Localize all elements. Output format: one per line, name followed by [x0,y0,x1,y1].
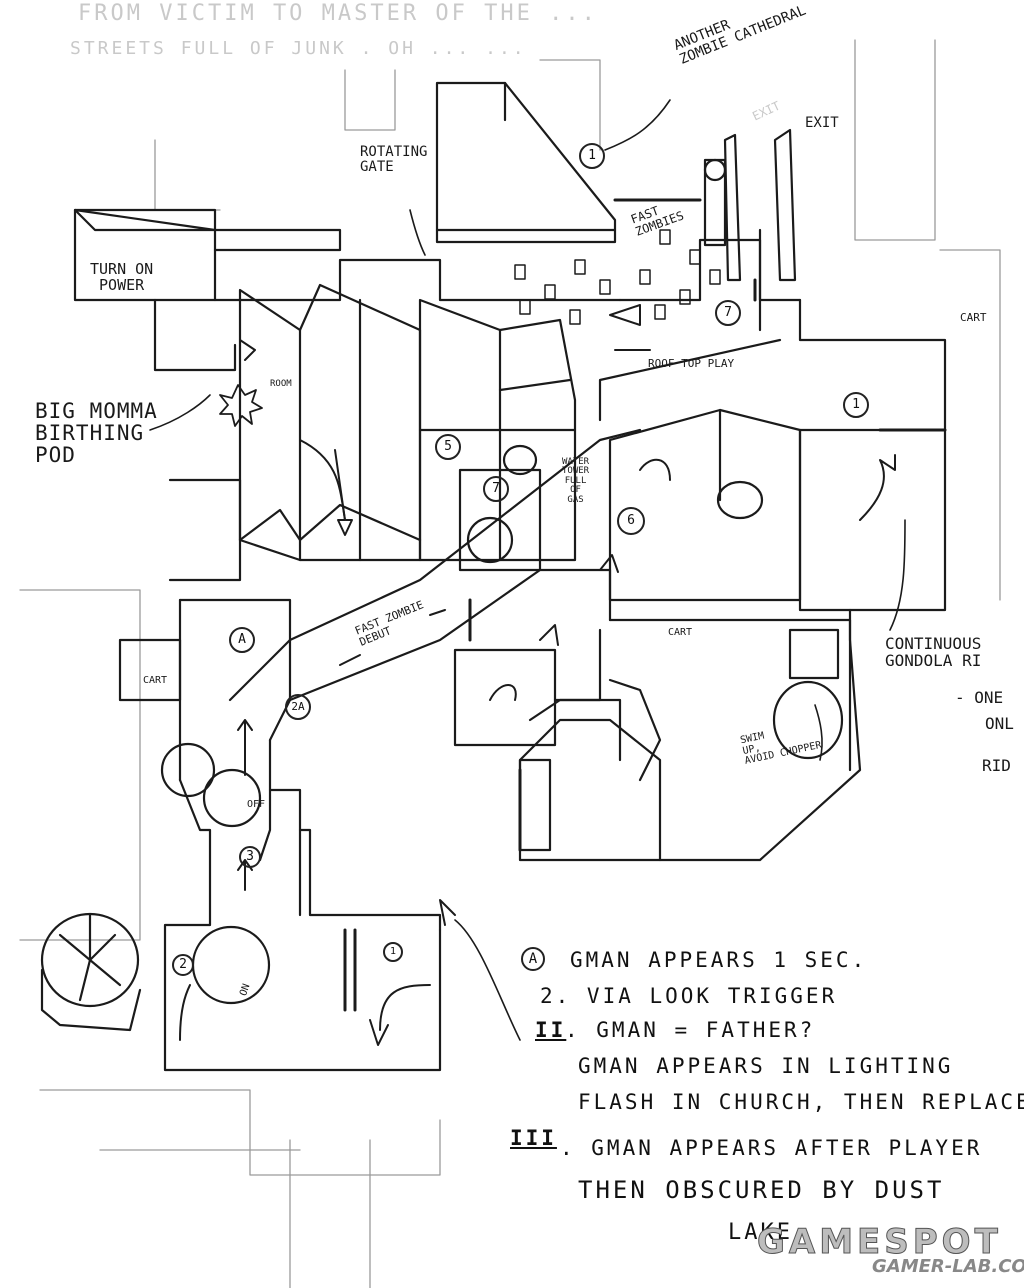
left-roof-block [168,283,422,582]
label-room: ROOM [270,379,292,389]
label-big-momma-birthing-pod: BIG MOMMA BIRTHING POD [35,399,158,468]
label-cart-mid: CART [668,627,693,638]
lower-path [160,742,442,1072]
note-a-line2: 2. VIA LOOK TRIGGER [540,984,838,1008]
note-iii-line2: THEN OBSCURED BY DUST [578,1176,945,1204]
label-rid: RID [982,756,1011,775]
wheel-bottom-left [40,912,142,1032]
label-cart-right: CART [960,311,987,324]
label-one: - ONE [955,688,1004,707]
zombie-marks [514,229,721,325]
marker-7-tower: 7 [483,476,509,502]
watermark-gamespot: GAMESPOT [757,1222,1002,1263]
label-continuous-gondola: CONTINUOUS GONDOLA RI [885,634,982,670]
lower-middle-building [518,718,662,862]
note-iii-line3: LAKE [728,1220,793,1245]
exit-spires [703,128,797,282]
left-courtyard [118,598,442,932]
note-iii-key: III [510,1126,557,1150]
note-ii-line2: GMAN APPEARS IN LIGHTING [578,1054,954,1078]
marker-1-cart: 1 [843,392,869,418]
marker-2: 2 [172,954,194,976]
lake-area [608,608,862,862]
marker-3: 3 [239,846,261,868]
note-ii-line1: . GMAN = FATHER? [565,1018,816,1042]
hatched-walls [343,198,947,1012]
note-a-line1: GMAN APPEARS 1 SEC. [570,948,868,972]
central-block [453,628,622,762]
watermark-gamer-lab: GAMER-LAB.COM [872,1256,1024,1277]
marker-6-road: 6 [617,507,645,535]
birthing-pod [219,384,263,427]
marker-1-bottom: 1 [383,942,403,962]
middle-roof-block [418,298,577,562]
water-tower-block [458,444,542,572]
label-turn-on-power: TURN ON POWER [90,260,154,294]
label-cart-left: CART [143,675,168,686]
marker-1-cathedral: 1 [579,143,605,169]
leader-lines [149,99,906,1041]
label-water-tower: WATER TOWER FULL OF GAS [562,457,590,505]
note-ii-line3: FLASH IN CHURCH, THEN REPLACE [578,1090,1024,1114]
note-iii-line1: . GMAN APPEARS AFTER PLAYER [560,1136,983,1160]
street-walls [153,228,947,432]
note-ii-key: II [535,1018,567,1042]
movement-arrows [179,304,896,1046]
label-roof-top-play: ROOF TOP PLAY [648,357,735,370]
label-only: ONL [985,714,1014,733]
label-off-upper: OFF [247,799,266,810]
marker-a: A [229,627,255,653]
label-exit-top: EXIT [805,115,839,131]
marker-2a: 2A [285,694,311,720]
note-a-key: A [521,947,545,971]
right-block [608,408,947,612]
header-note-2: STREETS FULL OF JUNK . OH ... ... [70,38,527,59]
label-rotating-gate: ROTATING GATE [360,144,428,175]
background-buildings [19,39,1001,1288]
header-note-1: FROM VICTIM TO MASTER OF THE ... [78,1,598,26]
marker-5-tower: 5 [435,434,461,460]
marker-7-square: 7 [715,300,741,326]
cathedral-block [435,81,617,244]
